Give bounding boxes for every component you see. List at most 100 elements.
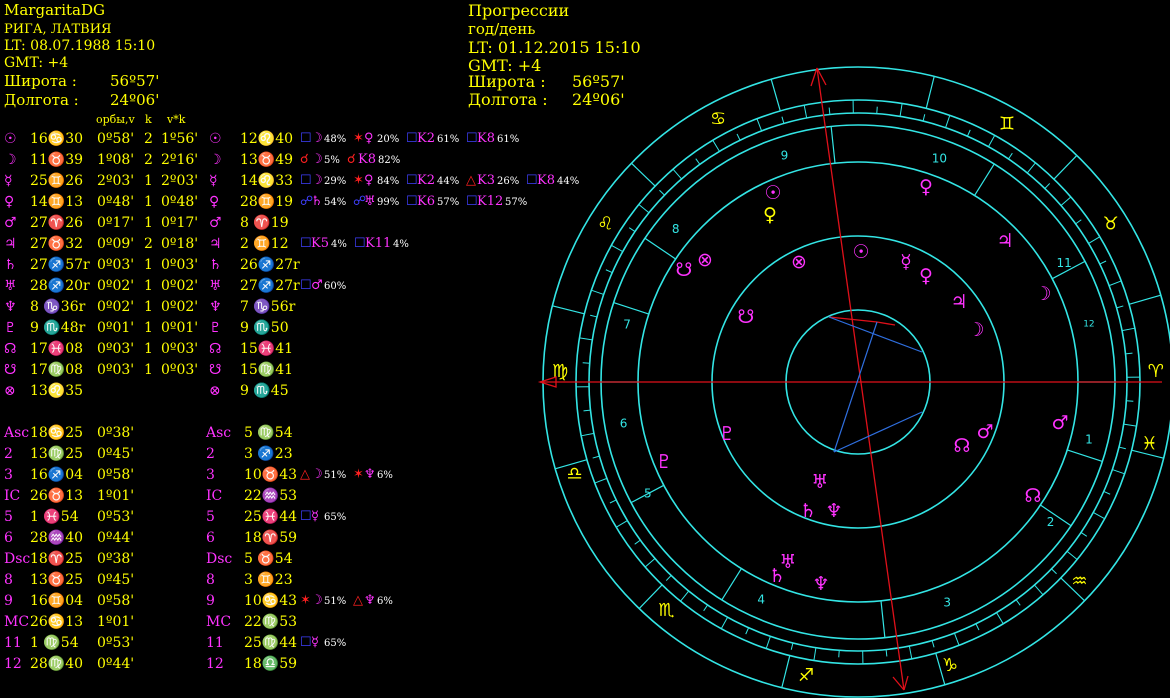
row-k: 1 xyxy=(144,257,153,273)
outer-planet-icon: ♀ xyxy=(919,176,933,198)
row-glyph: ♅ xyxy=(4,278,17,294)
sign-divider xyxy=(1053,154,1078,180)
row-orb: 0º01' xyxy=(97,320,135,336)
degree-tick xyxy=(745,627,750,635)
degree-tick xyxy=(628,227,636,232)
natal-name: MargaritaDG xyxy=(4,1,105,19)
row-orb: 0º48' xyxy=(97,194,135,210)
aspect-symbol: ☐ xyxy=(300,131,312,146)
row-orb: 0º38' xyxy=(97,425,135,441)
aspect-percent: 4% xyxy=(393,239,409,250)
row-position: 13♉25 xyxy=(30,572,84,588)
row-vk: 2º16' xyxy=(161,152,199,168)
row-vk: 0º03' xyxy=(161,257,199,273)
row-position: 13♌35 xyxy=(30,383,84,399)
row-prog-glyph: ♀ xyxy=(209,194,220,210)
house-cusp xyxy=(974,163,995,196)
row-prog-glyph: ♅ xyxy=(209,278,222,294)
aspect-symbol: ☍ xyxy=(300,194,314,209)
row-glyph: MC xyxy=(4,614,30,630)
degree-tick xyxy=(638,204,650,214)
house-number: 12 xyxy=(1083,319,1094,329)
row-prog-glyph: 12 xyxy=(206,656,224,672)
house-number: 10 xyxy=(932,151,947,165)
row-orb: 1º01' xyxy=(97,614,135,630)
degree-tick xyxy=(781,116,785,124)
house-cusp xyxy=(1051,260,1086,280)
aspect-percent: 51% xyxy=(324,596,347,607)
row-prog-glyph: IC xyxy=(206,488,223,504)
row-prog-glyph: ☿ xyxy=(209,173,218,189)
degree-tick xyxy=(790,642,794,650)
row-glyph: IC xyxy=(4,488,21,504)
row-prog-glyph: 3 xyxy=(206,467,215,483)
aspect-percent: 84% xyxy=(377,176,400,187)
row-prog-glyph: ♄ xyxy=(209,257,222,273)
sign-divider xyxy=(630,162,656,187)
aspect-percent: 44% xyxy=(557,176,580,187)
aspect-percent: 4% xyxy=(331,239,347,250)
zodiac-sign-icon: ♊ xyxy=(999,113,1015,134)
row-prog-position: 5 ♍54 xyxy=(244,425,293,441)
row-position: 26♋13 xyxy=(30,614,84,630)
row-orb: 0º03' xyxy=(97,341,135,357)
degree-tick xyxy=(1034,584,1044,596)
row-k: 2 xyxy=(144,152,153,168)
row-prog-position: 3 ♐23 xyxy=(244,446,293,462)
row-vk: 0º02' xyxy=(161,299,199,315)
aspect-percent: 29% xyxy=(324,176,347,187)
inner-planet-icon: ♅ xyxy=(811,471,828,493)
aspect-symbol: △ xyxy=(300,467,310,482)
row-vk: 2º03' xyxy=(161,173,199,189)
row-k: 1 xyxy=(144,173,153,189)
sign-divider xyxy=(781,655,791,688)
row-prog-position: 25♓44 xyxy=(244,509,298,525)
house-number: 7 xyxy=(623,317,631,331)
house-number: 2 xyxy=(1047,515,1055,529)
row-prog-glyph: 5 xyxy=(206,509,215,525)
zodiac-sign-icon: ♈ xyxy=(1148,361,1164,382)
row-prog-glyph: ⊗ xyxy=(209,383,221,399)
outer-planet-icon: ♃ xyxy=(996,230,1013,252)
row-position: 25♊26 xyxy=(30,173,84,189)
row-position: 17♍08 xyxy=(30,362,84,378)
aspect-percent: 65% xyxy=(324,512,347,523)
row-orb: 0º53' xyxy=(97,635,135,651)
degree-tick xyxy=(1123,423,1137,427)
row-prog-glyph: 6 xyxy=(206,530,215,546)
degree-tick xyxy=(1121,327,1135,332)
row-prog-position: 15♍41 xyxy=(240,362,294,378)
degree-tick xyxy=(665,575,672,581)
row-prog-position: 2 ♊12 xyxy=(240,236,289,252)
degree-tick xyxy=(1066,550,1078,560)
inner-planet-icon: ☿ xyxy=(900,251,912,273)
row-glyph: 2 xyxy=(4,446,13,462)
aspect-point: ☽ xyxy=(311,593,323,608)
degree-tick xyxy=(1125,352,1133,355)
degree-tick xyxy=(1080,532,1088,537)
aspect-line xyxy=(876,321,896,326)
sign-divider xyxy=(935,652,946,685)
natal-lon-label: Долгота : xyxy=(4,91,79,109)
aspect-point: ☿ xyxy=(311,509,319,524)
house-cusp xyxy=(630,484,665,504)
sign-divider xyxy=(925,76,935,109)
row-vk: 0º17' xyxy=(161,215,199,231)
row-k: 1 xyxy=(144,320,153,336)
degree-tick xyxy=(987,135,996,147)
row-orb: 0º44' xyxy=(97,656,135,672)
row-vk: 0º02' xyxy=(161,278,199,294)
aspect-symbol: ☐ xyxy=(406,131,418,146)
row-orb: 0º38' xyxy=(97,551,135,567)
prog-lon-value: 24º06' xyxy=(572,90,625,109)
degree-tick xyxy=(592,455,600,459)
aspect-symbol: ☐ xyxy=(300,635,312,650)
natal-gmt: GMT: +4 xyxy=(4,55,69,71)
outer-planet-icon: ♆ xyxy=(812,573,829,595)
row-position: 13♍25 xyxy=(30,446,84,462)
row-prog-glyph: ☊ xyxy=(209,341,222,357)
row-prog-glyph: ♂ xyxy=(209,215,222,231)
outer-planet-icon: ☽ xyxy=(1034,283,1051,305)
inner-planet-icon: ☋ xyxy=(738,306,755,328)
inner-planet-icon: ♀ xyxy=(919,265,933,287)
